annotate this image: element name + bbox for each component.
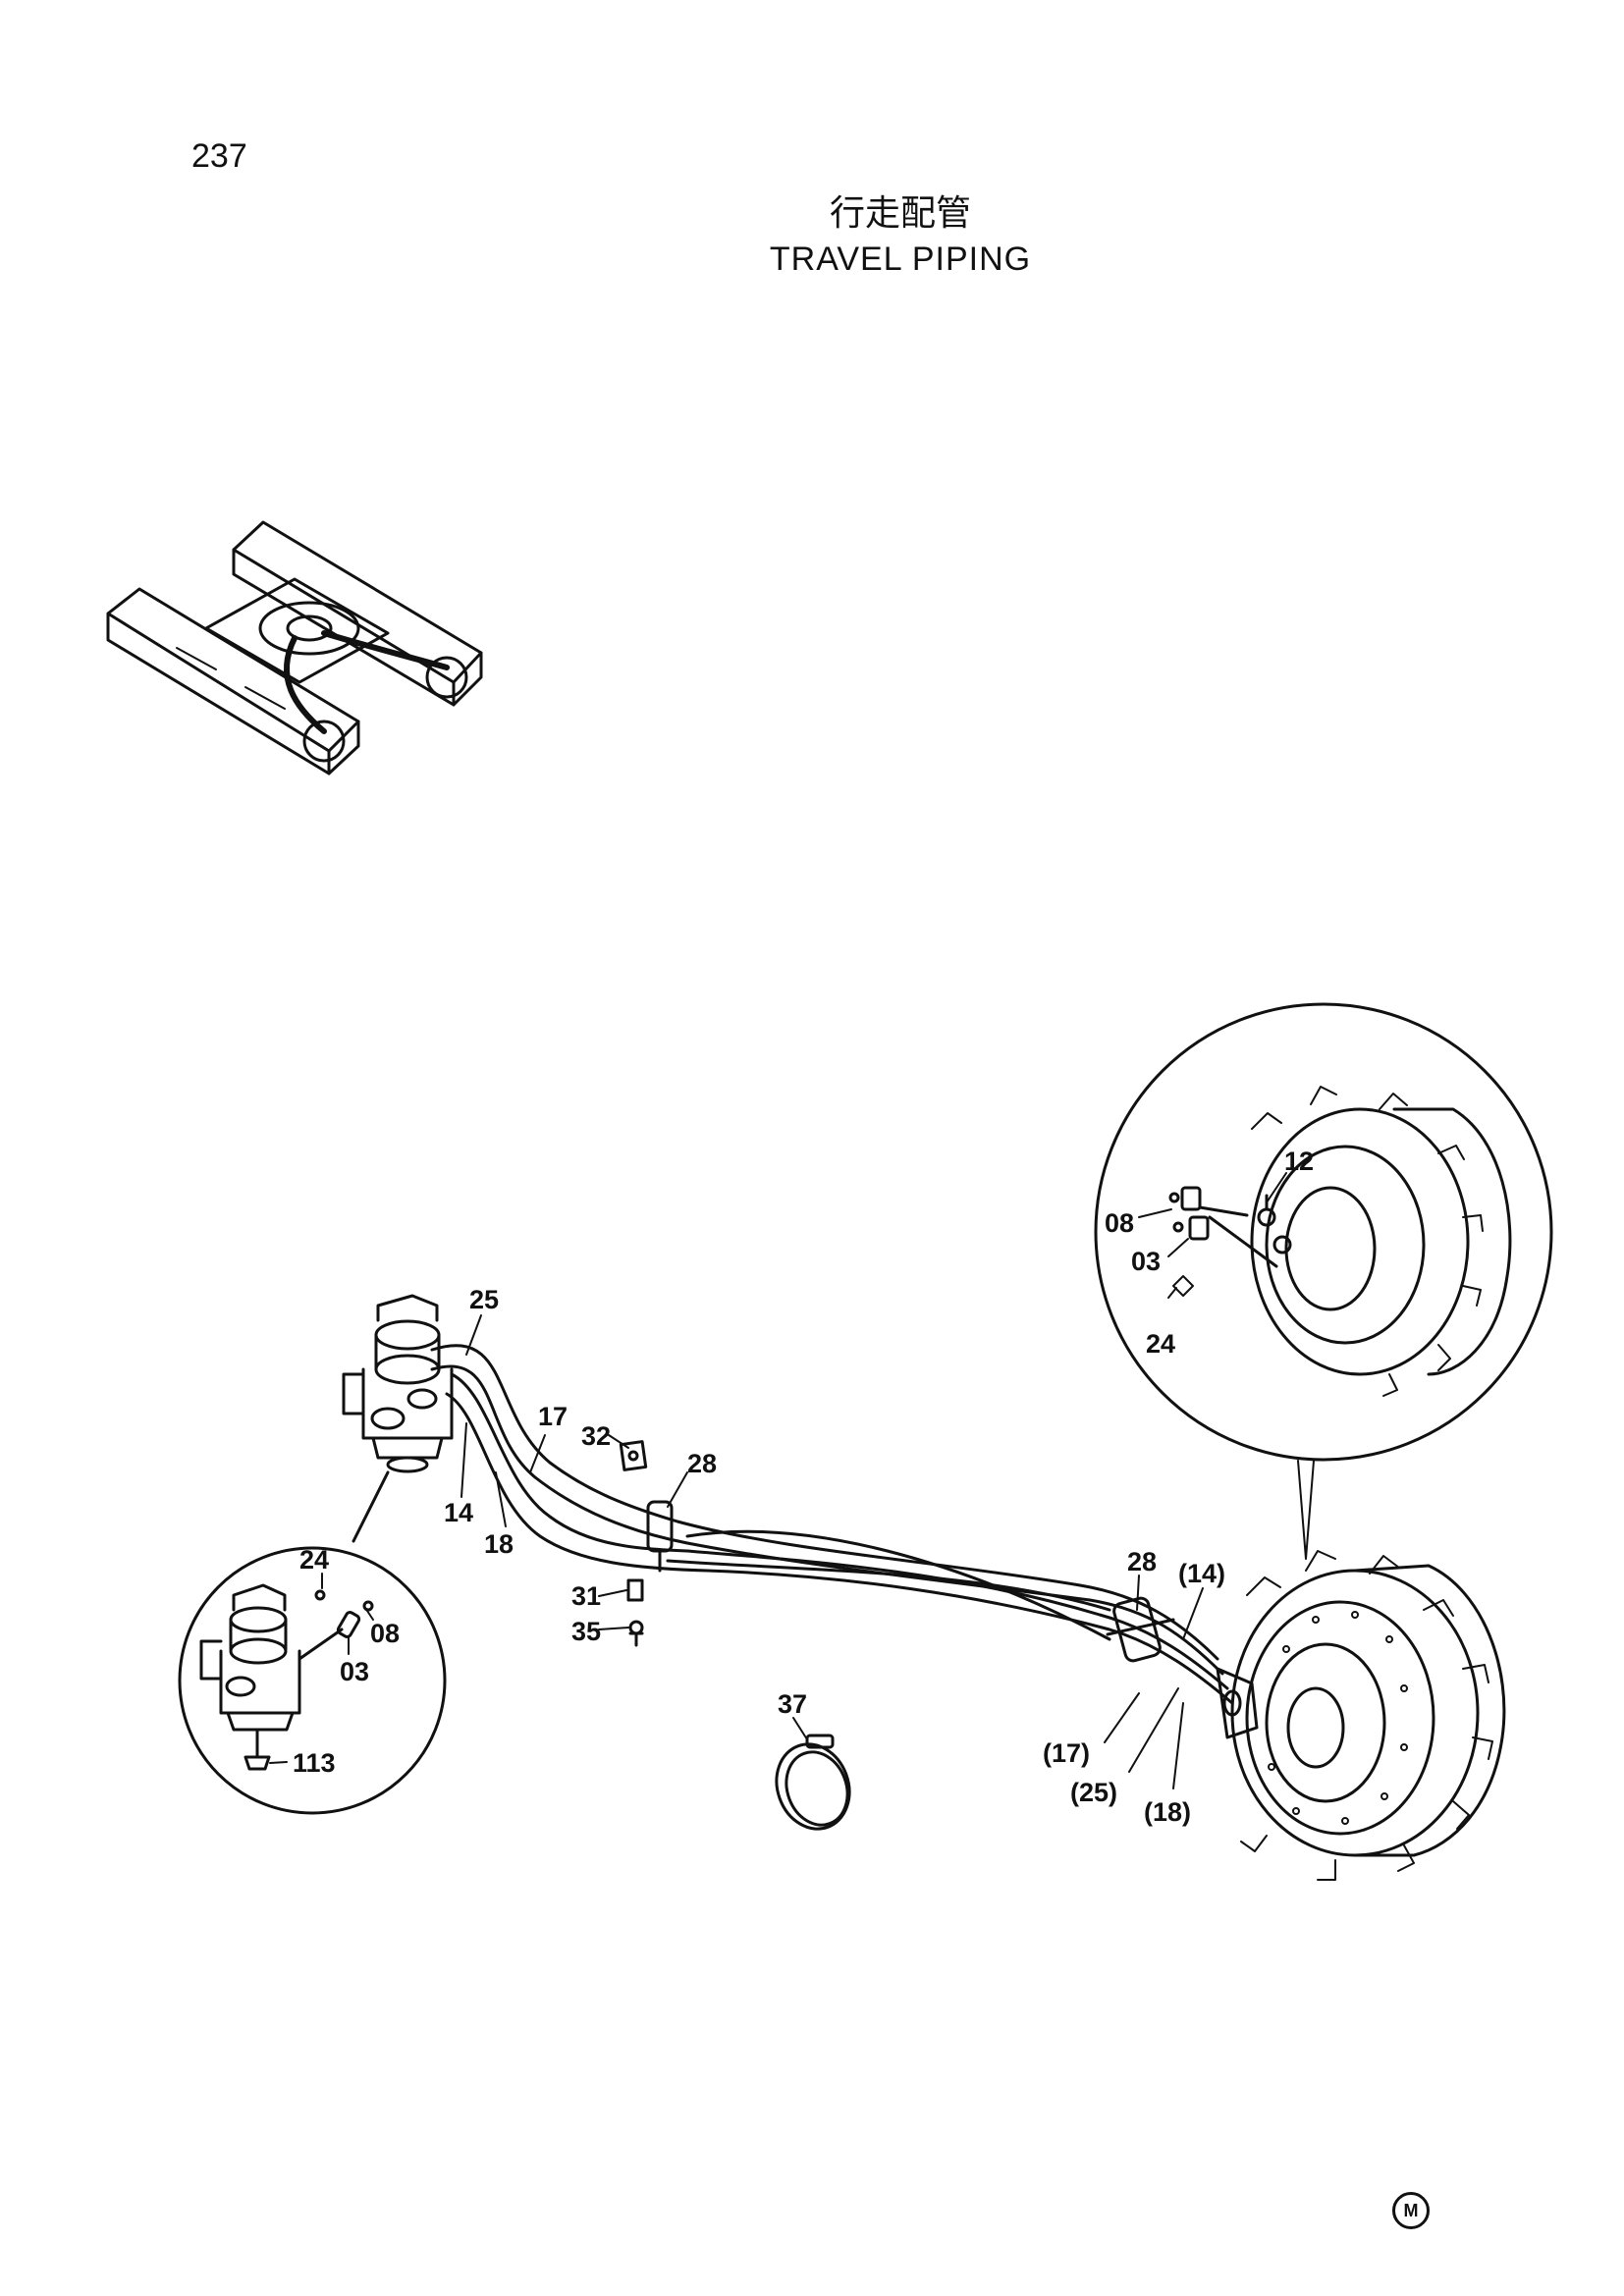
callout-25-ref: (25) <box>1070 1778 1117 1807</box>
callout-08-right: 08 <box>1105 1208 1134 1238</box>
manufacturer-mark: M <box>1392 2192 1430 2229</box>
callout-17-ref: (17) <box>1043 1738 1090 1768</box>
title-english: TRAVEL PIPING <box>769 240 1032 278</box>
callout-18-ref: (18) <box>1144 1797 1191 1827</box>
travel-hoses <box>430 1344 1234 1705</box>
callout-32: 32 <box>581 1421 611 1451</box>
callout-37: 37 <box>778 1689 807 1719</box>
page-number: 237 <box>191 137 247 175</box>
callout-03-left: 03 <box>340 1657 369 1686</box>
callout-28-right: 28 <box>1127 1547 1157 1576</box>
callout-24-right: 24 <box>1146 1329 1175 1359</box>
callout-31: 31 <box>571 1581 601 1611</box>
travel-motor-sprocket <box>1216 1550 1506 1881</box>
detail-view-center-joint <box>178 1546 447 1815</box>
callout-17: 17 <box>538 1402 568 1431</box>
title-block: 行走配管 TRAVEL PIPING <box>0 191 1624 282</box>
loose-clamp <box>775 1734 851 1831</box>
callout-18: 18 <box>484 1529 514 1559</box>
center-joint <box>342 1294 454 1473</box>
callout-labels: 25 17 32 28 14 18 31 35 37 28 (14) (17) … <box>293 1147 1314 1827</box>
undercarriage-overview <box>106 520 483 775</box>
callout-12: 12 <box>1284 1147 1314 1176</box>
callout-25: 25 <box>469 1285 499 1314</box>
callout-35: 35 <box>571 1617 601 1646</box>
detail-pointer <box>1297 1460 1315 1560</box>
callout-14: 14 <box>444 1498 473 1527</box>
leader-lines <box>269 1172 1287 1789</box>
callout-28: 28 <box>687 1449 717 1478</box>
callout-24-left: 24 <box>299 1545 329 1575</box>
callout-113: 113 <box>293 1748 336 1778</box>
title-japanese: 行走配管 <box>829 193 971 234</box>
callout-08-left: 08 <box>370 1619 400 1648</box>
callout-03-right: 03 <box>1131 1247 1161 1276</box>
hose-clamps <box>646 1500 1175 1663</box>
callout-14-ref: (14) <box>1178 1559 1225 1588</box>
mounting-hardware <box>619 1440 648 1647</box>
detail-view-motor <box>1094 1002 1553 1462</box>
